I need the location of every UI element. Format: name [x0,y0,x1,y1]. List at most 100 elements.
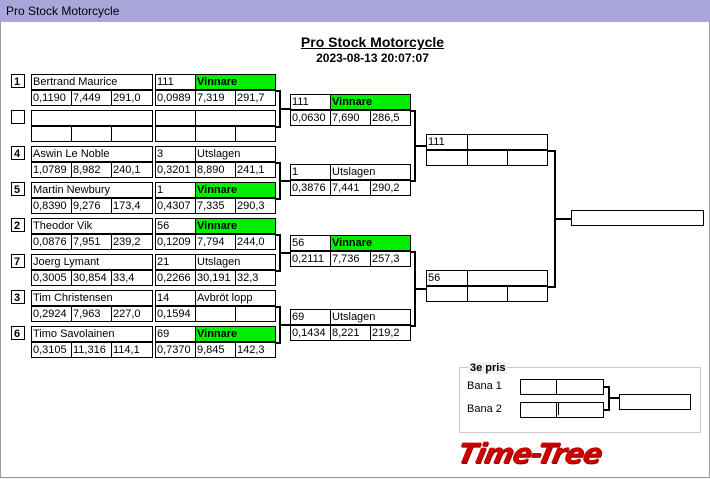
racer-name[interactable]: Bertrand Maurice [31,74,153,90]
elapsed-time[interactable] [467,286,508,302]
title-bar[interactable]: Pro Stock Motorcycle [0,0,710,23]
race-result[interactable] [467,134,548,150]
elapsed-time[interactable]: 7,690 [330,110,371,126]
reaction-time[interactable]: 0,3105 [31,342,72,358]
race-result[interactable]: Vinnare [195,326,276,342]
reaction-time[interactable]: 0,2266 [155,270,196,286]
speed[interactable]: 227,0 [111,306,153,322]
speed[interactable] [507,150,548,166]
racer-name[interactable]: Martin Newbury [31,182,153,198]
racer-name[interactable]: Aswin Le Noble [31,146,153,162]
race-number[interactable]: 21 [155,254,196,270]
reaction-time[interactable]: 0,1209 [155,234,196,250]
speed[interactable]: 291,7 [235,90,276,106]
reaction-time[interactable] [31,126,72,142]
speed[interactable]: 173,4 [111,198,153,214]
racer-name[interactable]: Theodor Vik [31,218,153,234]
elapsed-time[interactable]: 11,316 [71,342,112,358]
race-number[interactable]: 111 [426,134,468,150]
speed[interactable]: 291,0 [111,90,153,106]
race-number[interactable]: 1 [290,164,331,180]
speed[interactable]: 286,5 [370,110,411,126]
elapsed-time[interactable]: 7,794 [195,234,236,250]
race-result[interactable]: Vinnare [195,182,276,198]
race-result[interactable]: Vinnare [195,74,276,90]
reaction-time[interactable]: 0,0876 [31,234,72,250]
elapsed-time[interactable] [71,126,112,142]
elapsed-time[interactable] [195,126,236,142]
reaction-time[interactable] [426,286,468,302]
reaction-time[interactable] [155,126,196,142]
race-number[interactable]: 111 [290,94,331,110]
elapsed-time[interactable]: 30,854 [71,270,112,286]
elapsed-time[interactable]: 7,441 [330,180,371,196]
speed[interactable]: 257,3 [370,251,411,267]
reaction-time[interactable]: 0,1190 [31,90,72,106]
race-result[interactable]: Vinnare [330,235,411,251]
race-number[interactable]: 56 [290,235,331,251]
race-result[interactable] [195,110,276,126]
race-result[interactable]: Vinnare [330,94,411,110]
elapsed-time[interactable]: 9,276 [71,198,112,214]
speed[interactable]: 290,3 [235,198,276,214]
race-result[interactable]: Utslagen [195,146,276,162]
reaction-time[interactable]: 0,1594 [155,306,196,322]
elapsed-time[interactable]: 7,951 [71,234,112,250]
reaction-time[interactable]: 0,2924 [31,306,72,322]
elapsed-time[interactable]: 7,319 [195,90,236,106]
speed[interactable]: 219,2 [370,325,411,341]
reaction-time[interactable]: 0,4307 [155,198,196,214]
reaction-time[interactable]: 0,1434 [290,325,331,341]
speed[interactable]: 114,1 [111,342,153,358]
race-number[interactable] [155,110,196,126]
reaction-time[interactable]: 0,2111 [290,251,331,267]
reaction-time[interactable] [426,150,468,166]
speed[interactable]: 240,1 [111,162,153,178]
race-number[interactable]: 3 [155,146,196,162]
race-number[interactable]: 56 [155,218,196,234]
lane2-elapsed-time[interactable] [556,402,604,418]
elapsed-time[interactable]: 30,191 [195,270,236,286]
speed[interactable]: 33,4 [111,270,153,286]
reaction-time[interactable]: 0,0630 [290,110,331,126]
reaction-time[interactable]: 0,3876 [290,180,331,196]
race-result[interactable]: Utslagen [195,254,276,270]
speed[interactable]: 290,2 [370,180,411,196]
speed[interactable] [507,286,548,302]
elapsed-time[interactable]: 7,335 [195,198,236,214]
speed[interactable] [111,126,153,142]
reaction-time[interactable]: 0,7370 [155,342,196,358]
race-result[interactable]: Utslagen [330,164,411,180]
race-result[interactable]: Vinnare [195,218,276,234]
elapsed-time[interactable]: 8,221 [330,325,371,341]
reaction-time[interactable]: 0,0989 [155,90,196,106]
final-result[interactable] [571,210,704,226]
race-result[interactable] [467,270,548,286]
speed[interactable]: 32,3 [235,270,276,286]
elapsed-time[interactable]: 7,449 [71,90,112,106]
elapsed-time[interactable]: 8,890 [195,162,236,178]
race-number[interactable]: 69 [290,309,331,325]
elapsed-time[interactable] [467,150,508,166]
elapsed-time[interactable]: 8,982 [71,162,112,178]
reaction-time[interactable]: 0,8390 [31,198,72,214]
elapsed-time[interactable]: 7,963 [71,306,112,322]
speed[interactable]: 142,3 [235,342,276,358]
third-place-result[interactable] [619,394,691,410]
race-number[interactable]: 111 [155,74,196,90]
elapsed-time[interactable] [195,306,236,322]
race-number[interactable]: 14 [155,290,196,306]
speed[interactable]: 239,2 [111,234,153,250]
elapsed-time[interactable]: 7,736 [330,251,371,267]
racer-name[interactable]: Tim Christensen [31,290,153,306]
race-number[interactable]: 69 [155,326,196,342]
speed[interactable] [235,306,276,322]
reaction-time[interactable]: 0,3005 [31,270,72,286]
reaction-time[interactable]: 1,0789 [31,162,72,178]
reaction-time[interactable]: 0,3201 [155,162,196,178]
lane1-elapsed-time[interactable] [556,379,604,395]
racer-name[interactable] [31,110,153,126]
elapsed-time[interactable]: 9,845 [195,342,236,358]
race-result[interactable]: Utslagen [330,309,411,325]
race-number[interactable]: 1 [155,182,196,198]
